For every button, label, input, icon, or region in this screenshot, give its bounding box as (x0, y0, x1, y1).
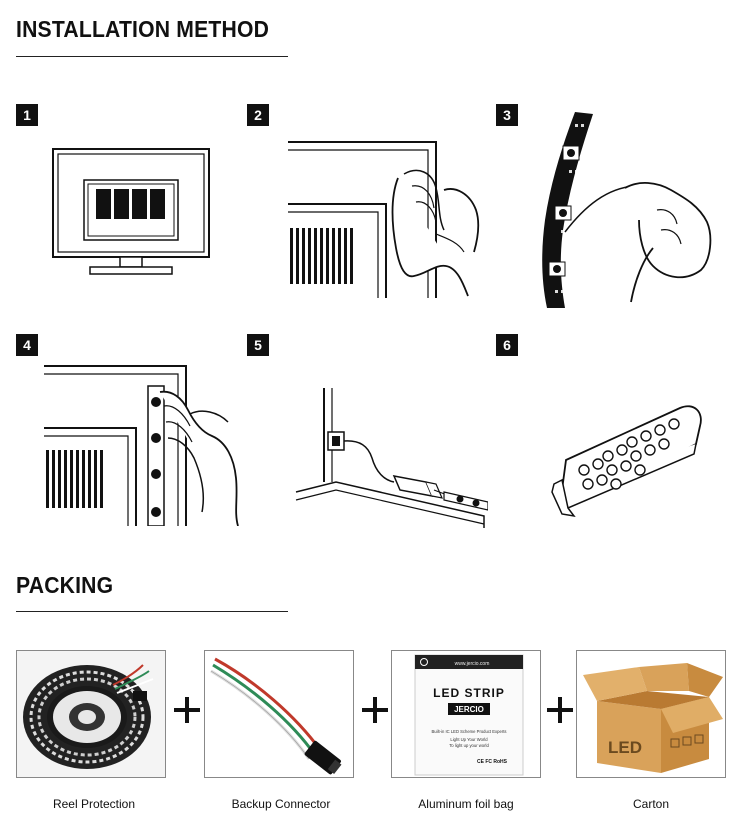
plus-icon (174, 697, 200, 723)
bag-title: LED STRIP (433, 686, 505, 700)
step-6-badge: 6 (496, 334, 518, 356)
bag-brand: JERCIO (454, 705, 484, 714)
pack-label-carton: Carton (632, 797, 670, 811)
step-5-badge: 5 (247, 334, 269, 356)
bag-desc-1: Built-in IC LED Scheme Product Experts (432, 729, 507, 734)
installation-title: INSTALLATION METHOD (16, 16, 270, 42)
press-strip-icon (44, 365, 239, 526)
peel-backing-icon (542, 112, 712, 308)
pack-item-foil-bag: www.jercio.com LED STRIP JERCIO Built-in… (391, 650, 541, 778)
led-reel-icon (17, 651, 165, 777)
plus-icon (547, 697, 573, 723)
pack-item-reel (16, 650, 166, 778)
connect-controller-icon (295, 388, 488, 528)
pack-label-reel: Reel Protection (52, 797, 136, 811)
step-2-badge: 2 (247, 104, 269, 126)
carton-box-icon: LED (583, 663, 723, 773)
tv-monitor-icon (52, 148, 210, 275)
carton-text: LED (608, 738, 642, 757)
packing-title: PACKING (16, 572, 114, 598)
pack-label-connector: Backup Connector (231, 797, 331, 811)
wipe-surface-icon (288, 141, 480, 298)
pack-item-carton: LED (576, 650, 726, 778)
step-3-badge: 3 (496, 104, 518, 126)
remote-control-icon (551, 405, 702, 518)
bag-brand-line: www.jercio.com (455, 661, 490, 667)
bag-desc-3: To light up your world (449, 743, 489, 748)
pack-item-connector (204, 650, 354, 778)
connector-cable-icon (210, 657, 342, 775)
bag-certs: CE FC RoHS (477, 759, 508, 765)
bag-desc-2: Light Up Your World (450, 737, 488, 742)
pack-label-foil-bag: Aluminum foil bag (418, 797, 514, 811)
step-1-badge: 1 (16, 104, 38, 126)
foil-bag-icon: www.jercio.com LED STRIP JERCIO Built-in… (414, 654, 524, 776)
packing-title-rule (16, 611, 288, 612)
installation-title-rule (16, 56, 288, 57)
plus-icon (362, 697, 388, 723)
step-4-badge: 4 (16, 334, 38, 356)
